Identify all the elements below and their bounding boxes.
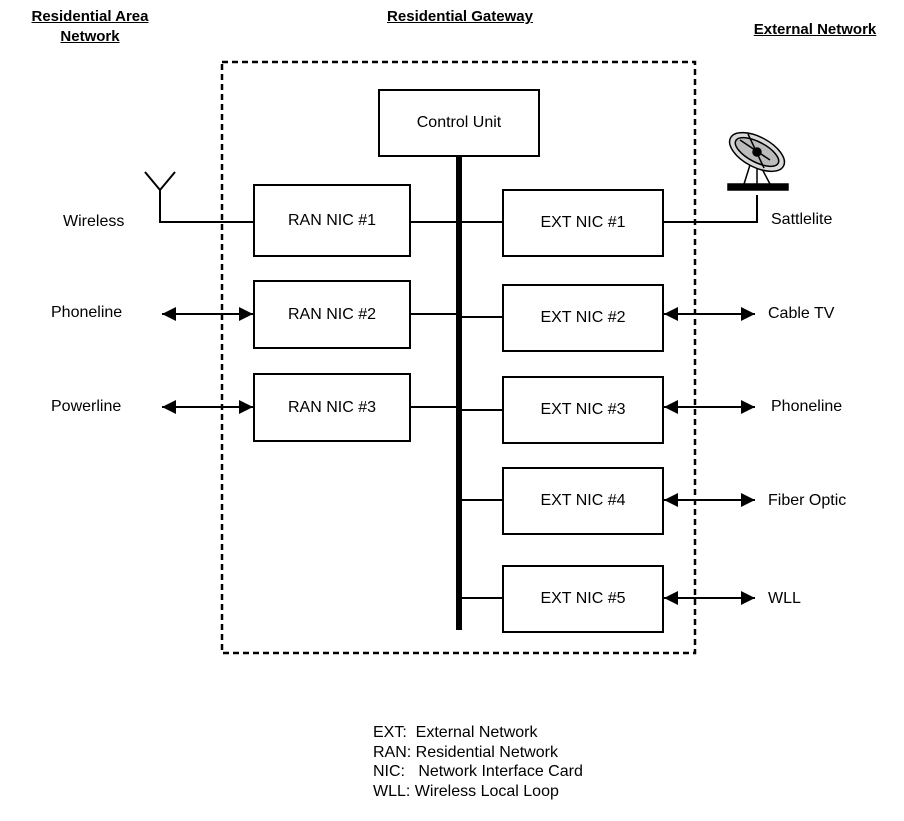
- control-unit-box: Control Unit: [378, 89, 540, 157]
- antenna-icon: [144, 171, 176, 192]
- wireless-link-line: [159, 190, 253, 223]
- legend-item-ran: RAN: Residential Network: [373, 743, 558, 761]
- ext-nic-2-box: EXT NIC #2: [502, 284, 664, 352]
- ext-nic-1-box: EXT NIC #1: [502, 189, 664, 257]
- legend-item-nic: NIC: Network Interface Card: [373, 763, 583, 780]
- ran-nic-1-box: RAN NIC #1: [253, 184, 411, 257]
- header-external-network: External Network: [753, 21, 877, 38]
- legend: EXT: External Network RAN: Residential N…: [373, 723, 583, 801]
- header-ran-line2: Network: [60, 28, 120, 45]
- label-phoneline-ext: Phoneline: [771, 398, 843, 415]
- legend-item-wll: WLL: Wireless Local Loop: [373, 782, 559, 800]
- header-residential-area-network: Residential Area Network: [0, 7, 180, 47]
- ran-nic-2-box: RAN NIC #2: [253, 280, 411, 349]
- gateway-dashed-border: [220, 60, 697, 655]
- label-phoneline-ran: Phoneline: [51, 304, 123, 321]
- ext-nic-4-box: EXT NIC #4: [502, 467, 664, 535]
- ext-nic-3-box: EXT NIC #3: [502, 376, 664, 444]
- satellite-link-line: [664, 195, 758, 223]
- ext-nic-5-box: EXT NIC #5: [502, 565, 664, 633]
- label-powerline: Powerline: [51, 398, 122, 415]
- label-wireless: Wireless: [63, 213, 125, 230]
- header-residential-gateway: Residential Gateway: [387, 8, 533, 25]
- label-wll: WLL: [768, 590, 801, 607]
- label-satellite: Sattlelite: [771, 211, 833, 228]
- satellite-dish-icon: [727, 131, 789, 191]
- label-fiber-optic: Fiber Optic: [768, 492, 847, 509]
- header-ran-line1: Residential Area: [31, 8, 149, 25]
- label-cable-tv: Cable TV: [768, 305, 835, 322]
- ran-nic-3-box: RAN NIC #3: [253, 373, 411, 442]
- legend-item-ext: EXT: External Network: [373, 724, 538, 741]
